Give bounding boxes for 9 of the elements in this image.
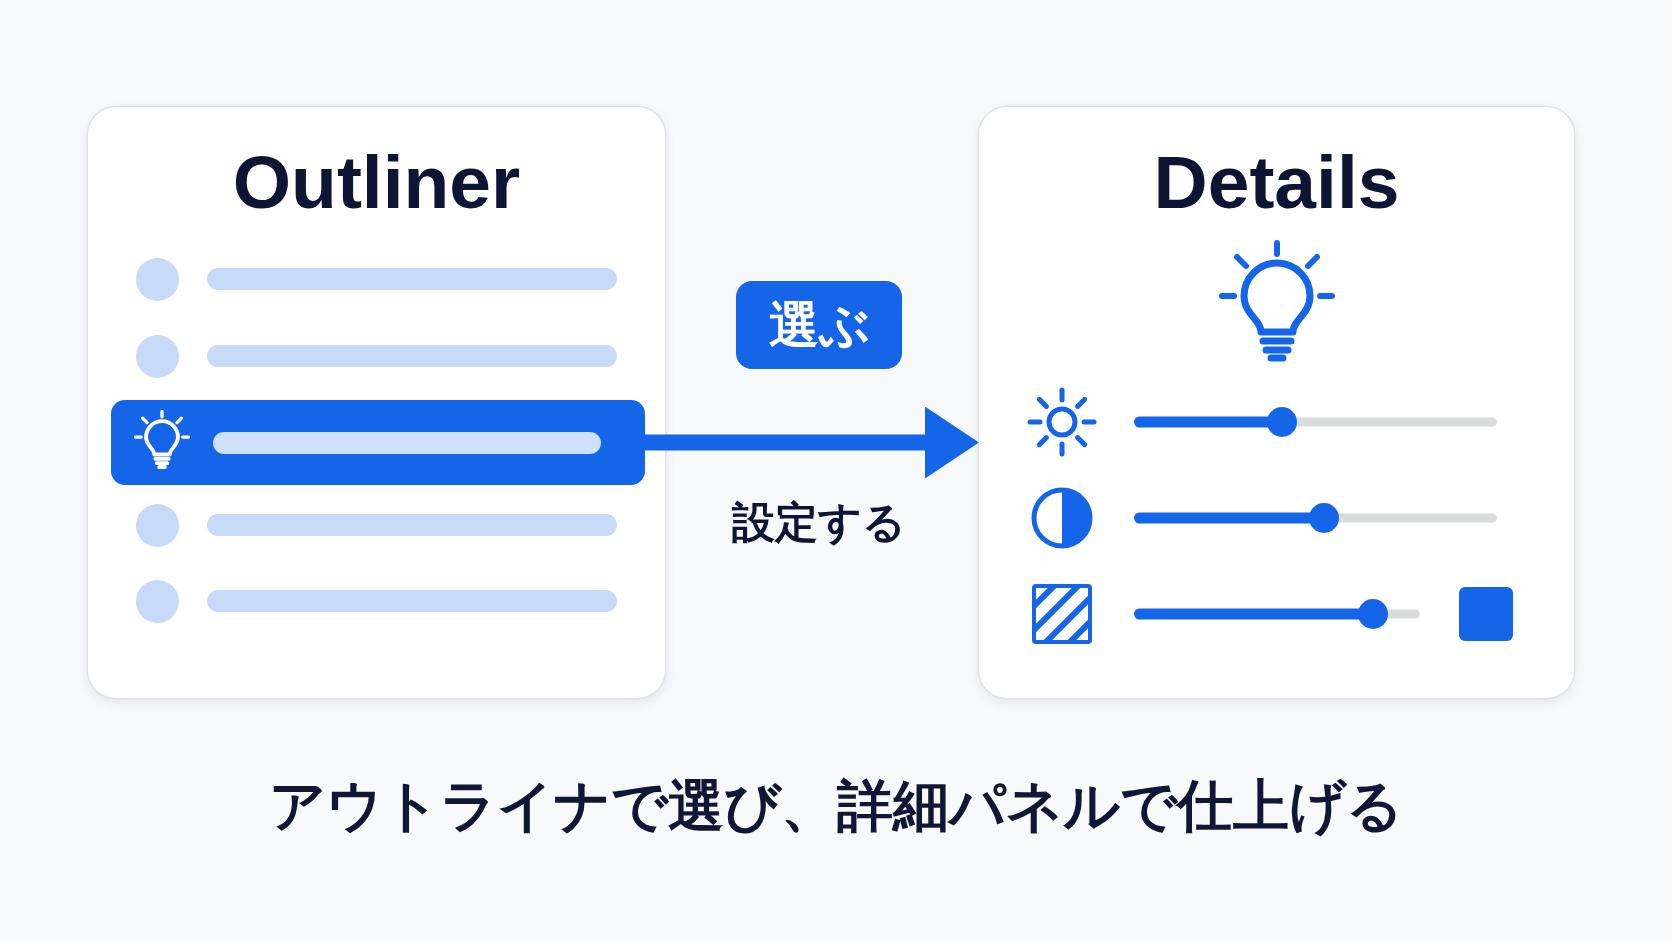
panel-title: Outliner [232,145,521,220]
label-badge: 選ぶ [736,281,902,369]
caption: アウトライナで選び、詳細パネルで仕上げる [269,773,1403,839]
arrow [645,406,979,479]
panel-card [88,107,665,698]
edge-label: 設定する [732,496,906,548]
selected-row [111,400,645,485]
panel-card [979,107,1574,698]
panel-title: Details [1153,145,1400,220]
